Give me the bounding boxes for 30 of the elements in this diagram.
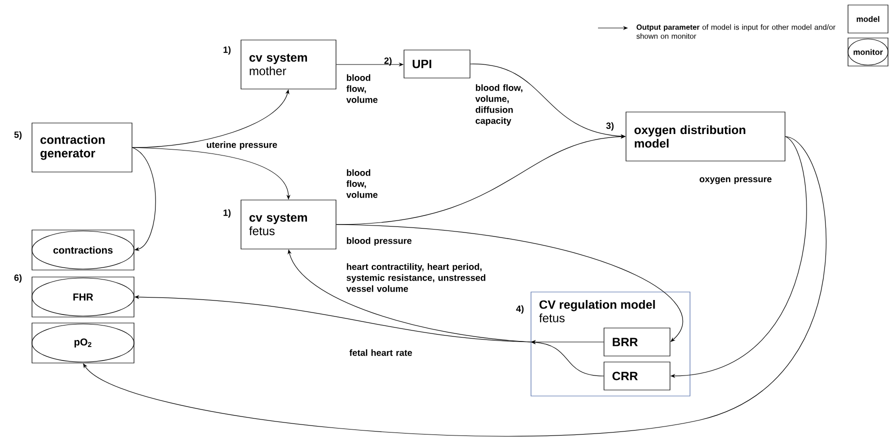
edge-label: blood flow, volume <box>346 169 378 198</box>
monitor-display: contractions <box>32 230 134 270</box>
callout-number: 3) <box>606 122 614 131</box>
model-box: oxygen distribution model <box>626 112 786 162</box>
callout-number: 4) <box>516 305 524 314</box>
callout-number: 1) <box>224 209 231 218</box>
model-box: cv system fetus <box>240 200 336 250</box>
edge-label: fetal heart rate <box>349 349 412 356</box>
monitor-display: FHR <box>32 276 134 318</box>
callout-number: 6) <box>14 274 22 283</box>
edge-label: uterine pressure <box>206 141 278 150</box>
arrow <box>132 147 156 252</box>
arrow <box>336 224 683 342</box>
edge-label: blood flow, volume <box>346 74 378 103</box>
model-box: cv system mother <box>240 40 336 90</box>
callout-number: 2) <box>384 57 392 66</box>
edge-label: oxygen pressure <box>700 177 772 184</box>
edge-label: heart contractility, heart period, systemic resistance, unstressed vessel volume <box>346 263 486 292</box>
edge-label: blood flow, volume, diffusion capacity <box>475 84 522 126</box>
model-box: UPI <box>404 50 470 78</box>
edge-label: blood pressure <box>346 237 412 246</box>
model-box: BRR <box>604 328 670 356</box>
legend-monitor-display: monitor <box>848 38 888 66</box>
legend-model-box: model <box>848 4 888 34</box>
arrow <box>83 136 826 436</box>
callout-number: 5) <box>14 131 22 140</box>
model-box: CRR <box>604 362 670 390</box>
monitor-display: pO$_{2}$ <box>32 322 134 364</box>
model-box: contraction generator <box>32 122 132 172</box>
callout-number: 1) <box>224 46 231 55</box>
